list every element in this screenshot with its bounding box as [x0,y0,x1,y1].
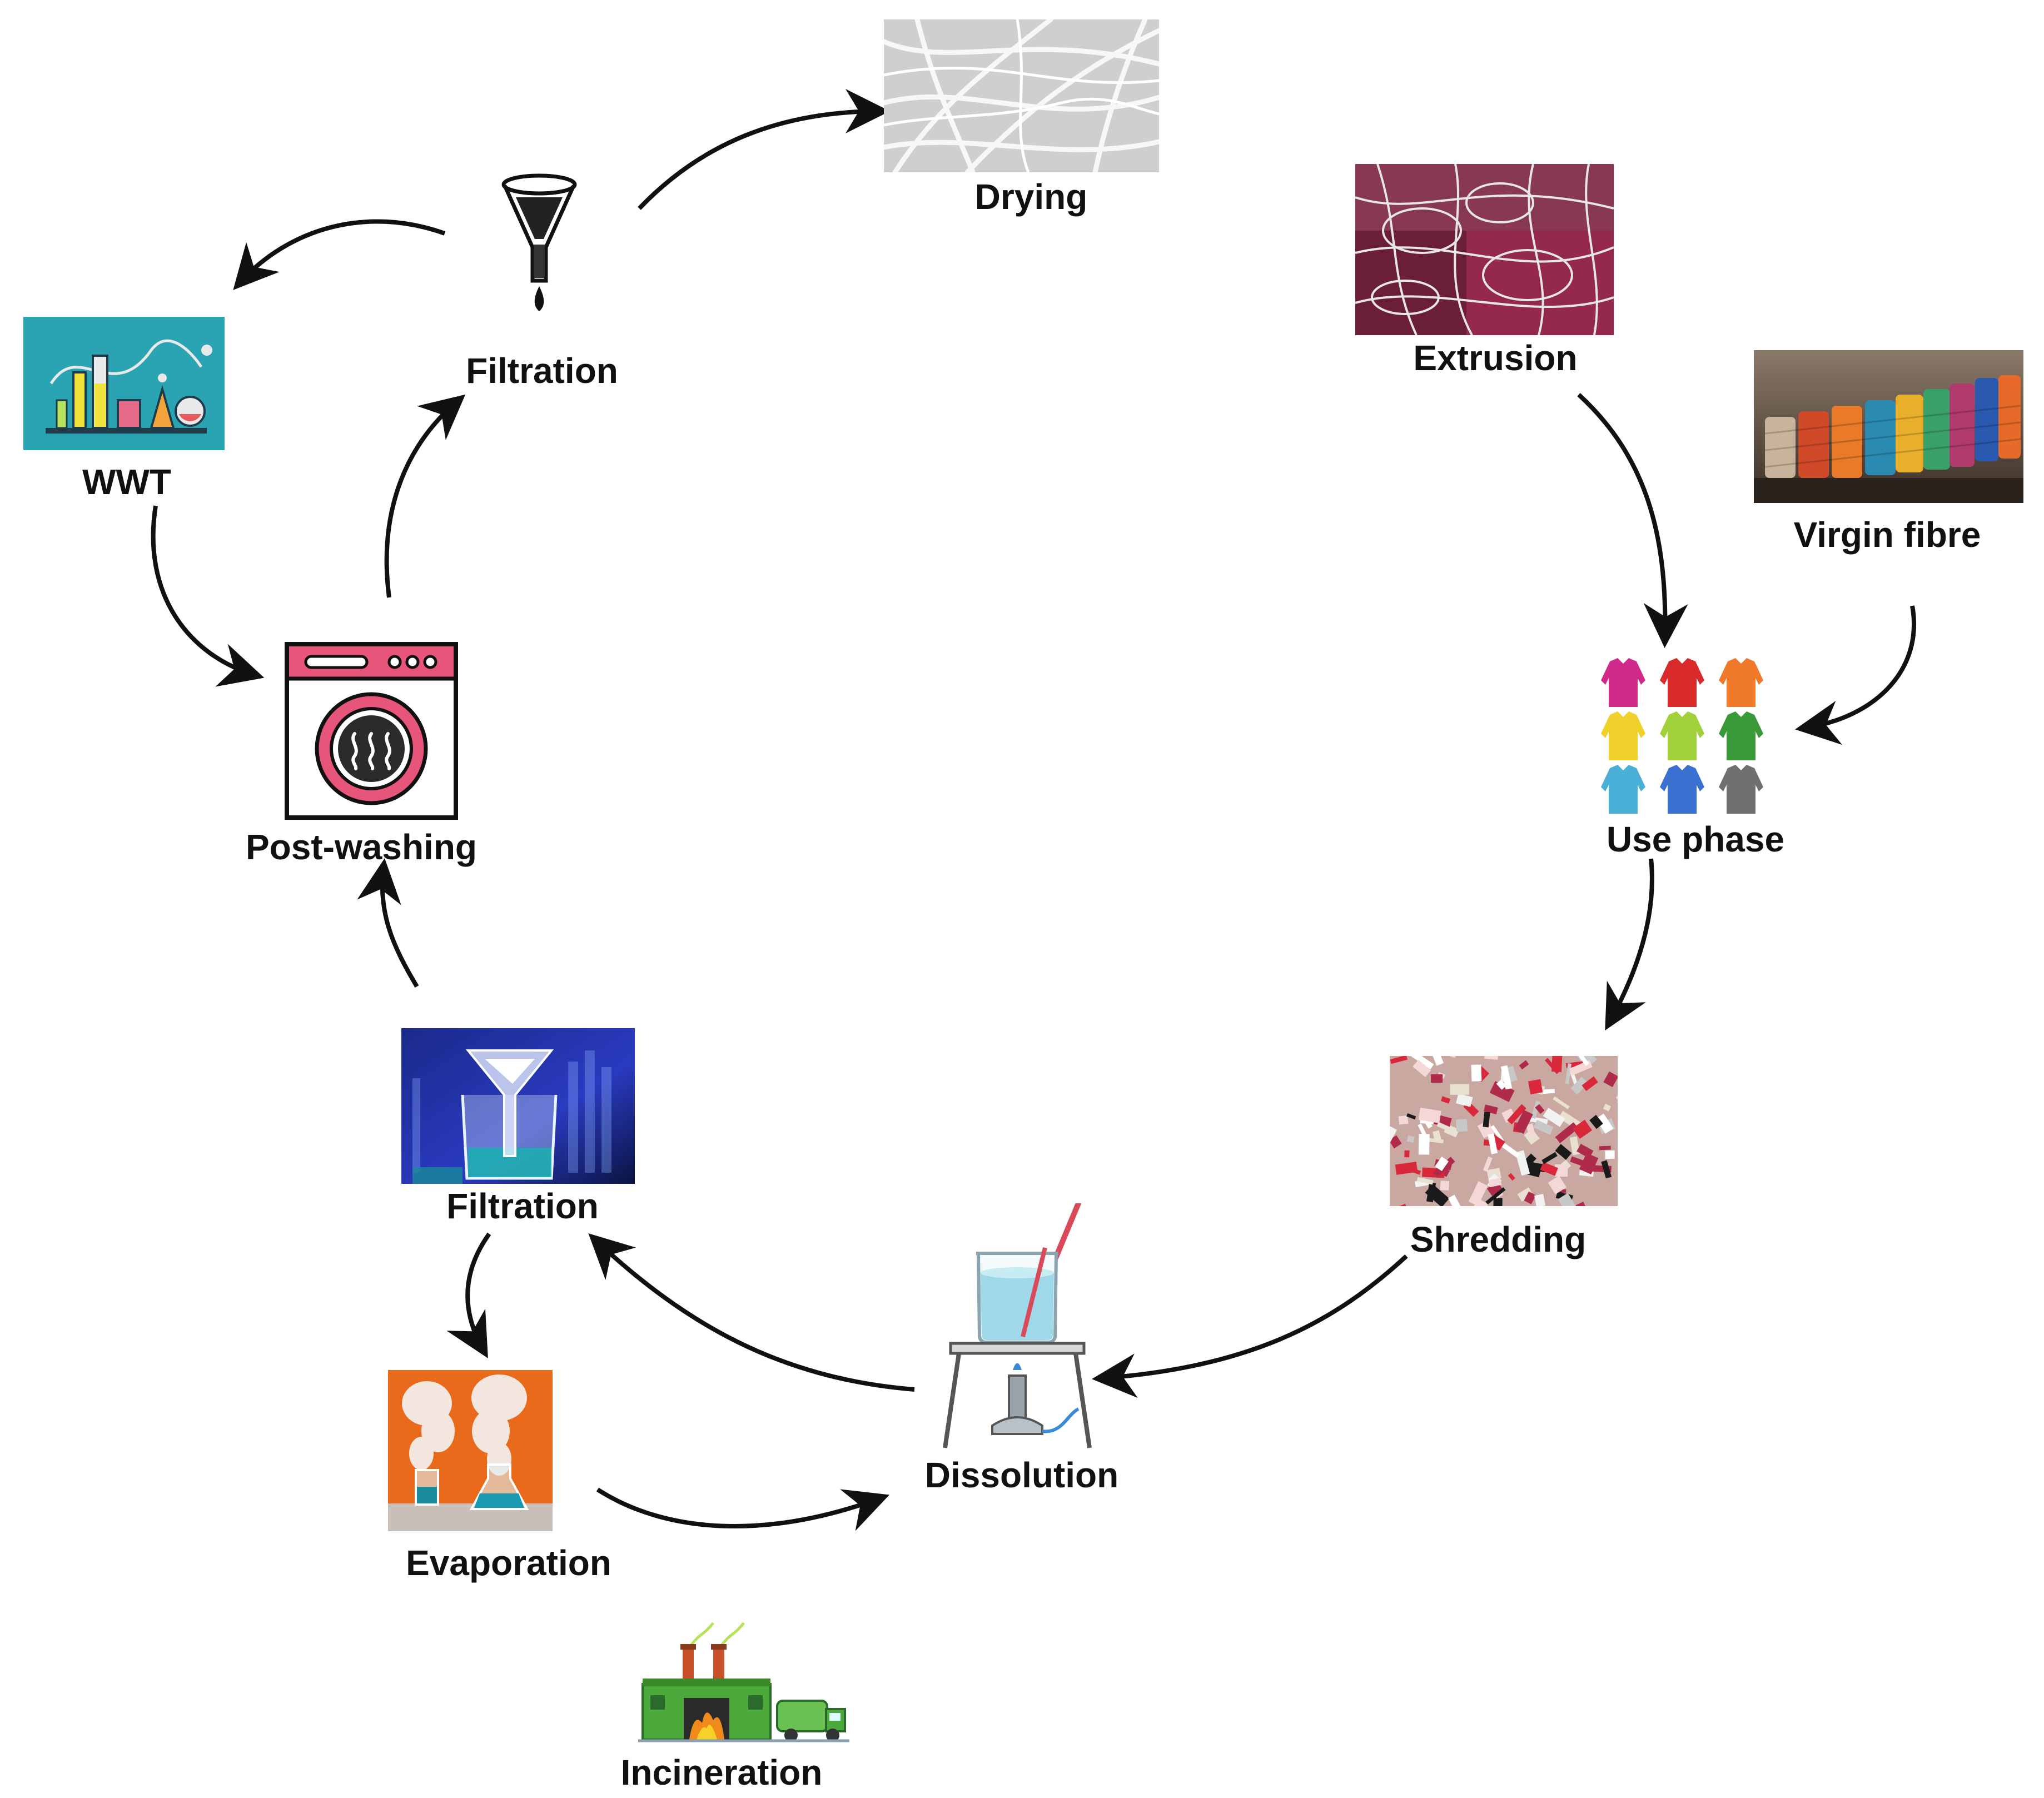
arrow-filtration-to-wwt [233,219,446,290]
arrow-evaporation-to-dissolution [596,1487,890,1531]
arrow-usephase-to-shredding [1605,858,1654,1031]
arrow-shredding-to-dissolution [1092,1254,1408,1398]
washing-machine-icon [285,642,458,820]
arrow-wwt-to-postwashing [151,505,265,687]
arrow-filtration-to-drying [638,89,890,210]
drying-label: Drying [974,177,1088,217]
shredding-label: Shredding [1410,1219,1587,1259]
arrow-dissolution-to-filtration [588,1233,915,1392]
use-phase-label: Use phase [1606,819,1785,859]
evaporation-label: Evaporation [406,1543,611,1583]
dissolution-label: Dissolution [924,1455,1119,1495]
arrow-virginfibre-to-usephase [1795,605,1917,745]
virgin-fibre-label: Virgin fibre [1793,515,1981,555]
wwt-lab-icon [23,317,225,450]
filtration-lower-label: Filtration [446,1186,599,1226]
clothing-grid-icon [1601,658,1763,814]
extrusion-label: Extrusion [1413,338,1578,378]
arrow-extrusion-to-usephase [1577,393,1688,648]
wwt-label: WWT [82,462,171,502]
extrusion-fibre-image [1355,164,1614,335]
incineration-label: Incineration [620,1752,823,1792]
post-washing-label: Post-washing [245,827,478,867]
filtration-lab-image [401,1028,635,1184]
arrow-filtration-to-postwashing [357,858,419,988]
shredding-textile-image [1390,1056,1618,1206]
arrow-filtration-to-evaporation [446,1232,491,1358]
evaporation-flask-image [388,1370,553,1531]
filtration-upper-label: Filtration [466,351,618,391]
arrow-postwashing-to-filtration [384,394,466,598]
beaker-burner-icon [943,1203,1092,1448]
funnel-icon [501,173,577,311]
incineration-factory-icon [638,1622,849,1742]
drying-fibre-image [884,19,1159,172]
virgin-fibre-spools-image [1754,350,2023,503]
